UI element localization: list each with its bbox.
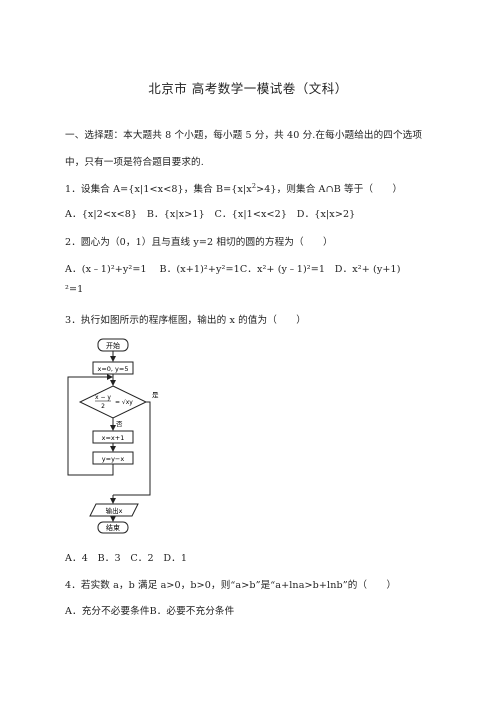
flow-yes-label: 否 (116, 420, 123, 428)
flow-end-box (97, 521, 129, 534)
section-heading-cont: 中，只有一项是符合题目要求的. (65, 157, 204, 168)
question-1-stem-b: >4}，则集合 A∩B 等于（ ） (256, 184, 403, 195)
flowchart: 开始 x=0, y=5 x − y 2 = √xy 是 否 x=x+1 y=y−… (67, 338, 159, 534)
question-4-options: A．充分不必要条件B．必要不充分条件 (65, 606, 235, 617)
question-2-options-cont: ²=1 (65, 284, 84, 295)
page-title: 北京市 高考数学一模试卷（文科） (148, 81, 348, 96)
flow-output-box (89, 503, 139, 517)
flow-output-label: 输出x (106, 506, 123, 515)
flow-condition-right: = √xy (115, 399, 133, 406)
question-1-stem-a: 1．设集合 A={x|1<x<8}，集合 B={x|x (65, 184, 252, 195)
question-1-stem: 1．设集合 A={x|1<x<8}，集合 B={x|x2>4}，则集合 A∩B … (65, 181, 402, 195)
question-4-stem: 4．若实数 a，b 满足 a>0，b>0，则“a>b”是“a+lna>b+lnb… (65, 580, 397, 591)
section-heading: 一、选择题：本大题共 8 个小题，每小题 5 分，共 40 分.在每小题给出的四… (65, 130, 423, 141)
question-1-exponent: 2 (251, 181, 257, 190)
flow-start-label: 开始 (106, 341, 120, 350)
question-2-options: A．(x﹣1)²+y²=1 B．(x+1)²+y²=1C．x²+ (y﹣1)²=… (65, 264, 401, 275)
flow-init-label: x=0, y=5 (98, 365, 129, 373)
flow-condition-bottom: 2 (101, 403, 105, 410)
question-3-stem: 3．执行如图所示的程序框图，输出的 x 的值为（ ） (65, 315, 306, 326)
flow-step2-label: y=y−x (102, 455, 125, 463)
question-1-options: A．{x|2<x<8} B．{x|x>1} C．{x|1<x<2} D．{x|x… (65, 209, 356, 220)
flow-no-label: 是 (152, 391, 159, 399)
flow-end-label: 结束 (106, 523, 120, 532)
flow-condition-diamond (78, 385, 148, 419)
flow-condition-top: x − y (95, 394, 111, 401)
question-2-stem: 2．圆心为（0，1）且与直线 y=2 相切的圆的方程为（ ） (65, 237, 333, 248)
flow-step1-label: x=x+1 (102, 434, 125, 442)
question-3-options: A．4 B．3 C．2 D．1 (65, 553, 188, 564)
